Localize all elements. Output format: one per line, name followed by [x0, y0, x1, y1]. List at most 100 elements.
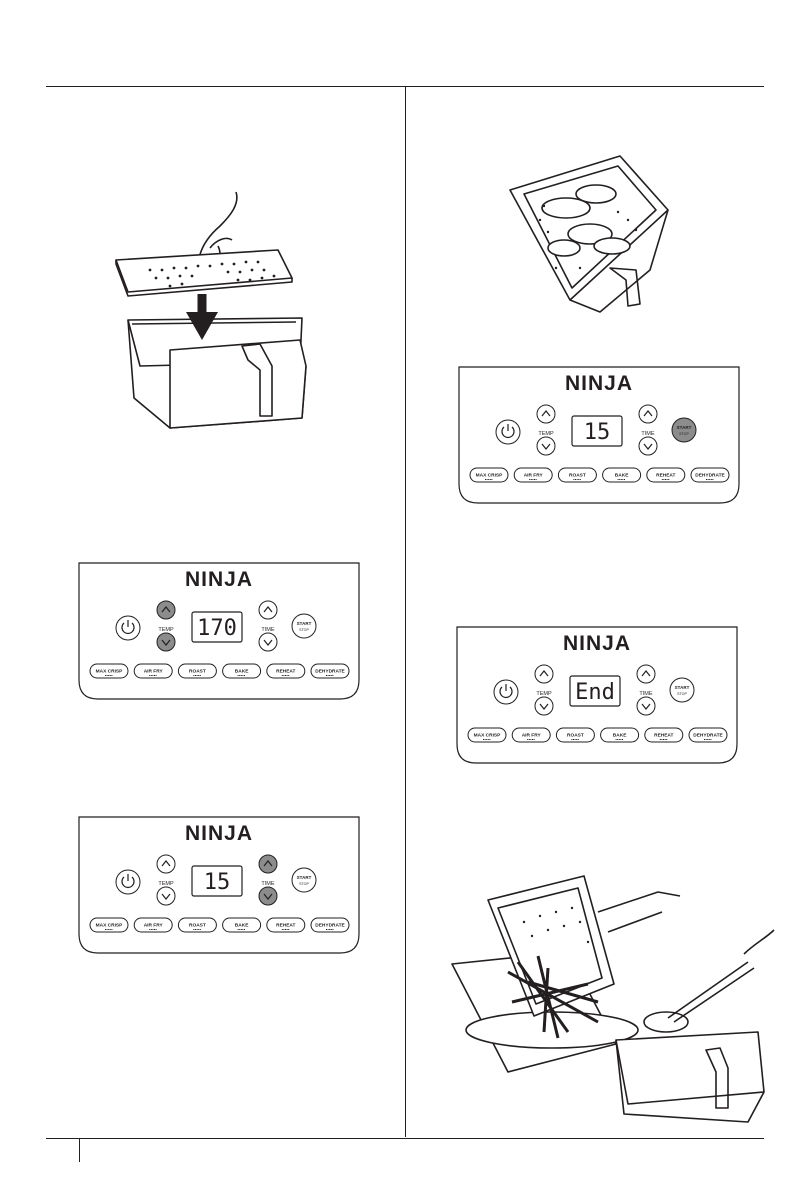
crisper-plate-insert-illustration [110, 190, 330, 455]
chicken-in-basket-illustration [500, 150, 680, 325]
function-label: ROAST [189, 923, 206, 929]
time-up-button[interactable] [259, 855, 277, 873]
function-label: REHEAT [656, 473, 675, 479]
temp-up-button[interactable] [157, 855, 175, 873]
function-button-max-crisp[interactable]: MAX CRISP [90, 918, 128, 932]
function-button-air-fry[interactable]: AIR FRY [134, 918, 172, 932]
function-button-roast[interactable]: ROAST [558, 468, 596, 482]
function-label: AIR FRY [144, 923, 164, 929]
stop-label: STOP [299, 882, 309, 886]
time-down-button[interactable] [637, 697, 655, 715]
stop-label: STOP [679, 432, 689, 436]
power-button[interactable] [116, 616, 140, 640]
function-button-max-crisp[interactable]: MAX CRISP [468, 728, 506, 742]
control-panel-temp: NINJATEMP170TIMESTARTSTOPMAX CRISPAIR FR… [78, 562, 360, 700]
stop-label: STOP [677, 692, 687, 696]
digital-display: End [570, 676, 620, 706]
stop-label: STOP [299, 628, 309, 632]
temp-down-button[interactable] [535, 697, 553, 715]
function-button-dehydrate[interactable]: DEHYDRATE [311, 918, 349, 932]
function-label: MAX CRISP [96, 669, 123, 675]
function-button-reheat[interactable]: REHEAT [267, 664, 305, 678]
time-up-button[interactable] [639, 405, 657, 423]
digital-display: 170 [192, 612, 242, 642]
serving-food-illustration [448, 872, 778, 1133]
function-button-air-fry[interactable]: AIR FRY [512, 728, 550, 742]
ninja-logo: NINJA [565, 372, 633, 395]
function-button-dehydrate[interactable]: DEHYDRATE [311, 664, 349, 678]
time-down-button[interactable] [259, 887, 277, 905]
function-label: BAKE [235, 669, 249, 675]
function-button-air-fry[interactable]: AIR FRY [134, 664, 172, 678]
function-button-air-fry[interactable]: AIR FRY [514, 468, 552, 482]
function-label: AIR FRY [144, 669, 164, 675]
page-number-tick [79, 1138, 80, 1162]
power-button[interactable] [496, 420, 520, 444]
start-label: START [675, 685, 690, 690]
time-down-button[interactable] [259, 633, 277, 651]
start-label: START [677, 425, 692, 430]
function-button-bake[interactable]: BAKE [603, 468, 641, 482]
function-label: DEHYDRATE [315, 669, 345, 675]
temp-up-button[interactable] [537, 405, 555, 423]
function-label: AIR FRY [522, 733, 542, 739]
column-divider [405, 87, 406, 1137]
ninja-logo: NINJA [185, 822, 253, 845]
function-button-dehydrate[interactable]: DEHYDRATE [689, 728, 727, 742]
temp-up-button[interactable] [157, 601, 175, 619]
start-stop-button[interactable]: START STOP [672, 418, 696, 442]
temp-down-button[interactable] [537, 437, 555, 455]
temp-down-button[interactable] [157, 633, 175, 651]
function-button-roast[interactable]: ROAST [556, 728, 594, 742]
time-label: TIME [261, 881, 274, 887]
time-label: TIME [641, 431, 654, 437]
function-label: DEHYDRATE [695, 473, 725, 479]
power-button[interactable] [116, 870, 140, 894]
function-label: REHEAT [276, 669, 295, 675]
function-label: ROAST [567, 733, 584, 739]
display-readout: 170 [197, 616, 237, 641]
temp-up-button[interactable] [535, 665, 553, 683]
function-button-reheat[interactable]: REHEAT [645, 728, 683, 742]
time-up-button[interactable] [259, 601, 277, 619]
function-label: AIR FRY [524, 473, 544, 479]
display-readout: 15 [584, 420, 611, 445]
time-label: TIME [261, 627, 274, 633]
function-button-max-crisp[interactable]: MAX CRISP [470, 468, 508, 482]
time-label: TIME [639, 691, 652, 697]
function-label: ROAST [569, 473, 586, 479]
function-label: MAX CRISP [96, 923, 123, 929]
function-button-reheat[interactable]: REHEAT [267, 918, 305, 932]
bottom-rule [46, 1138, 764, 1139]
function-label: MAX CRISP [476, 473, 503, 479]
function-label: BAKE [613, 733, 627, 739]
display-readout: End [575, 680, 615, 705]
function-button-dehydrate[interactable]: DEHYDRATE [691, 468, 729, 482]
function-button-reheat[interactable]: REHEAT [647, 468, 685, 482]
power-button[interactable] [494, 680, 518, 704]
function-button-bake[interactable]: BAKE [223, 918, 261, 932]
function-label: MAX CRISP [474, 733, 501, 739]
start-stop-button[interactable]: START STOP [670, 678, 694, 702]
time-down-button[interactable] [639, 437, 657, 455]
function-button-roast[interactable]: ROAST [178, 918, 216, 932]
function-label: ROAST [189, 669, 206, 675]
function-button-bake[interactable]: BAKE [223, 664, 261, 678]
display-readout: 15 [204, 870, 231, 895]
function-label: DEHYDRATE [693, 733, 723, 739]
temp-down-button[interactable] [157, 887, 175, 905]
function-button-max-crisp[interactable]: MAX CRISP [90, 664, 128, 678]
ninja-logo: NINJA [563, 632, 631, 655]
time-up-button[interactable] [637, 665, 655, 683]
temp-label: TEMP [158, 627, 174, 633]
function-label: DEHYDRATE [315, 923, 345, 929]
digital-display: 15 [572, 416, 622, 446]
function-button-roast[interactable]: ROAST [178, 664, 216, 678]
function-button-bake[interactable]: BAKE [601, 728, 639, 742]
function-label: REHEAT [276, 923, 295, 929]
